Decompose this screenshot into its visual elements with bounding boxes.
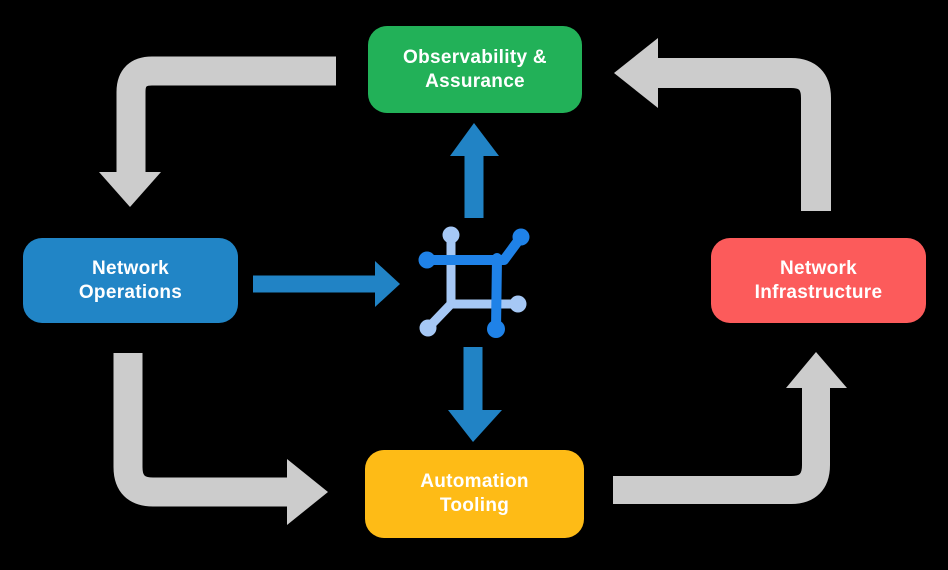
node-label-line: Automation — [420, 471, 529, 492]
arrow-hub-to-observability — [450, 123, 499, 218]
arrow-network-operations-to-automation-tooling — [113, 353, 328, 525]
arrow-shaft — [113, 353, 289, 507]
icon-node-left — [418, 251, 436, 269]
icon-node-bottom — [487, 320, 505, 338]
icon-node-top-right — [512, 228, 530, 246]
arrowhead-right — [287, 459, 328, 525]
icon-node-top — [442, 226, 460, 244]
network-fabric-icon — [418, 226, 530, 338]
node-label-line: Tooling — [439, 495, 510, 516]
arrowhead-up — [450, 123, 499, 156]
node-label-line: Network — [91, 257, 170, 279]
arrow-shaft — [116, 56, 336, 174]
arrowhead-right — [375, 261, 400, 307]
icon-light-strand — [423, 230, 523, 333]
node-label-line: Network — [779, 257, 858, 279]
node-network-operations: Network Operations — [23, 238, 238, 323]
node-label-line: Assurance — [425, 70, 525, 92]
arrowhead-up — [786, 352, 847, 388]
arrow-shaft — [613, 386, 830, 504]
arrow-hub-to-automation-tooling — [448, 347, 502, 442]
node-label-line: Infrastructure — [754, 281, 883, 303]
node-label-line: Observability & — [403, 46, 547, 68]
arrow-observability-to-network-operations — [99, 56, 336, 207]
arrowhead-down — [448, 410, 502, 442]
node-observability-assurance: Observability & Assurance — [368, 26, 582, 113]
node-automation-tooling: Automation Tooling — [365, 450, 584, 538]
arrow-network-operations-to-hub — [253, 261, 400, 307]
icon-node-right — [509, 295, 527, 313]
node-label-line: Operations — [78, 281, 183, 303]
icon-dark-strand — [422, 232, 526, 334]
arrowhead-left — [614, 38, 658, 108]
arrow-automation-tooling-to-network-infrastructure — [613, 352, 847, 504]
arrow-network-infrastructure-to-observability — [614, 38, 831, 211]
arrow-shaft — [658, 58, 831, 211]
arrowhead-down — [99, 172, 161, 207]
icon-node-bottom-left — [419, 319, 437, 337]
node-network-infrastructure: Network Infrastructure — [711, 238, 926, 323]
